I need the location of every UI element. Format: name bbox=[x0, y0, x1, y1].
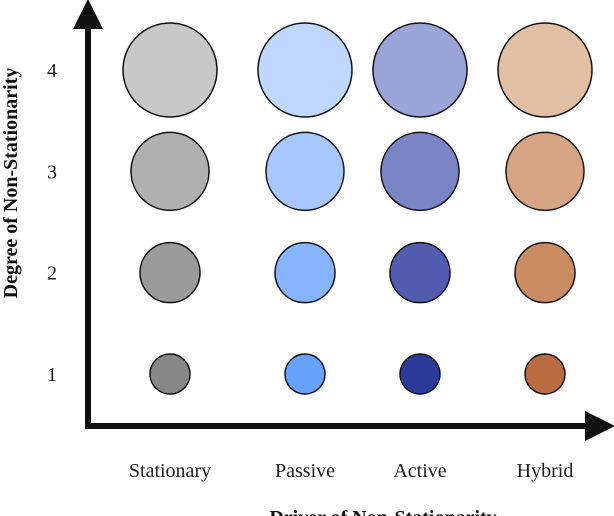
bubble-active-4 bbox=[372, 22, 468, 118]
bubble-stationary-4 bbox=[122, 22, 218, 118]
y-tick-label-3: 3 bbox=[47, 161, 57, 183]
y-tick-labels: 1 2 3 4 bbox=[47, 60, 57, 386]
y-tick-label-4: 4 bbox=[47, 60, 57, 82]
bubble-stationary-3 bbox=[130, 131, 210, 212]
x-axis-title: Driver of Non-Stationarity bbox=[269, 507, 496, 516]
bubble-stationary-2 bbox=[139, 241, 201, 304]
bubble-stationary-1 bbox=[149, 353, 191, 395]
bubble-passive-2 bbox=[274, 241, 336, 304]
x-tick-label-passive: Passive bbox=[275, 460, 335, 482]
bubble-layer bbox=[122, 22, 593, 395]
y-tick-label-2: 2 bbox=[47, 263, 57, 285]
bubble-hybrid-4 bbox=[497, 22, 593, 118]
bubble-hybrid-2 bbox=[514, 241, 576, 304]
bubble-active-2 bbox=[389, 241, 451, 304]
bubble-active-3 bbox=[380, 131, 460, 212]
x-tick-labels: Stationary Passive Active Hybrid bbox=[129, 460, 573, 482]
x-tick-label-active: Active bbox=[393, 460, 446, 482]
x-tick-label-stationary: Stationary bbox=[129, 460, 211, 482]
bubble-passive-4 bbox=[257, 22, 353, 118]
y-tick-label-1: 1 bbox=[47, 364, 57, 386]
bubble-active-1 bbox=[399, 353, 441, 395]
bubble-hybrid-3 bbox=[505, 131, 585, 212]
bubble-hybrid-1 bbox=[524, 353, 566, 395]
bubble-passive-3 bbox=[265, 131, 345, 212]
bubble-passive-1 bbox=[284, 353, 326, 395]
y-axis-title: Degree of Non-Stationarity bbox=[0, 68, 22, 299]
x-tick-label-hybrid: Hybrid bbox=[517, 460, 574, 482]
